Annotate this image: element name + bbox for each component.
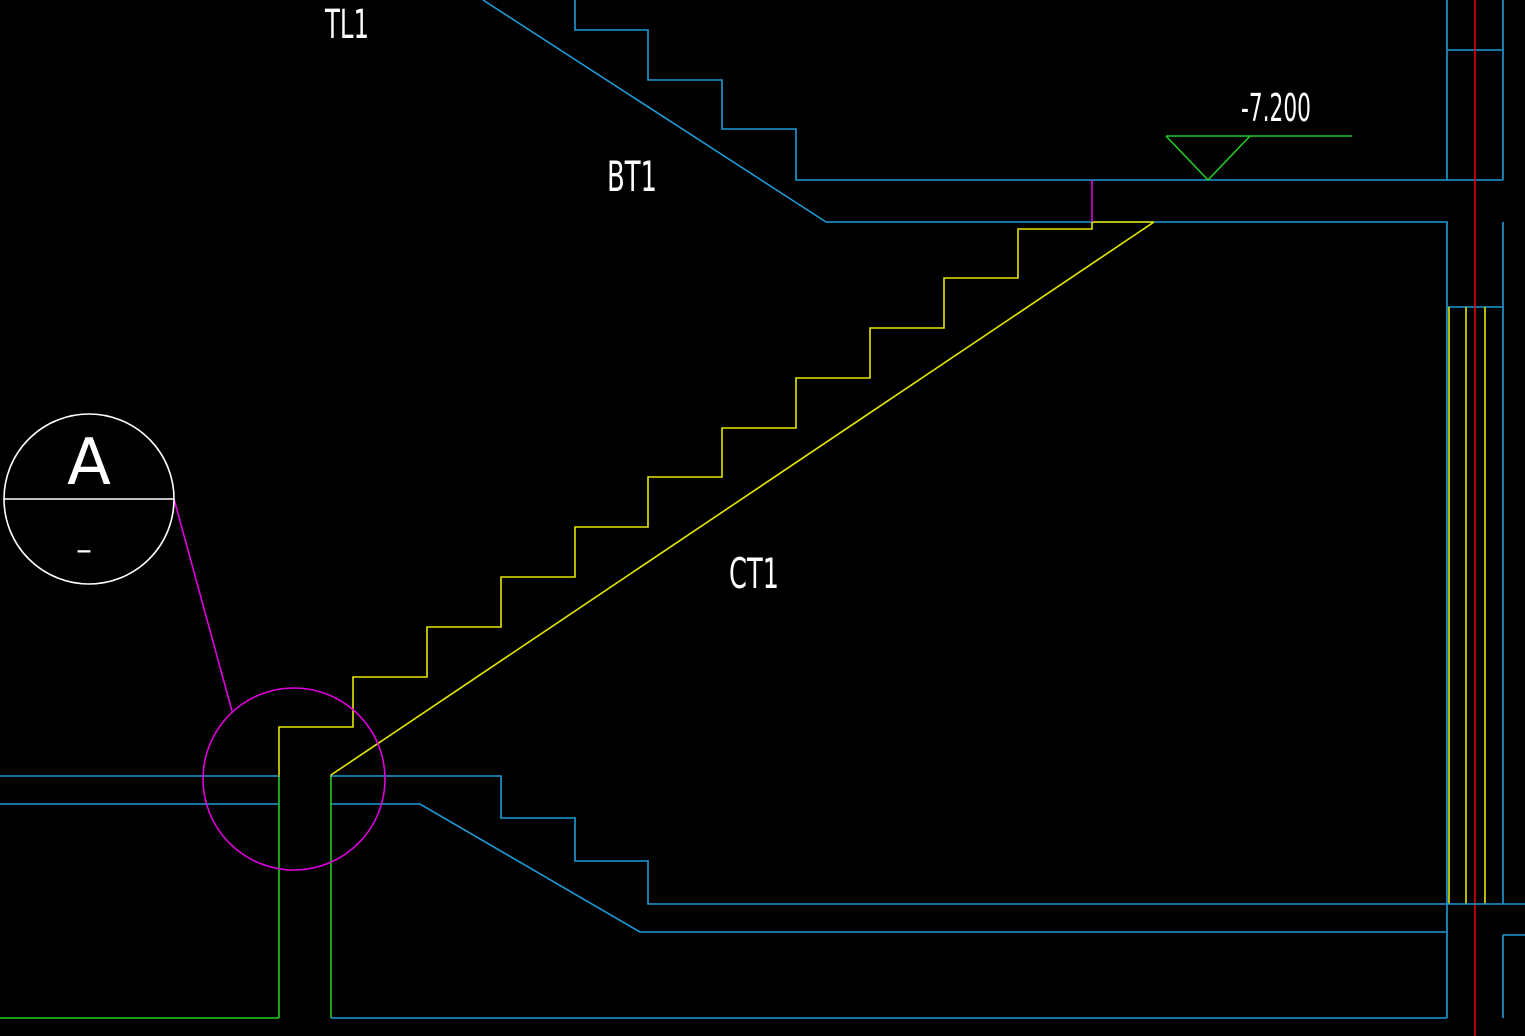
elevation-marker [1165, 135, 1352, 182]
label-bt1: BT1 [607, 152, 657, 201]
detail-leader-line [173, 498, 233, 712]
detail-callout [3, 413, 386, 871]
label-tl1: TL1 [324, 2, 369, 48]
right-wall [1446, 0, 1525, 1018]
lower-stair-soffit [331, 803, 1447, 933]
middle-stair-flight [278, 221, 1155, 777]
upper-stair-steps [574, 0, 1503, 181]
lower-stair-steps [331, 775, 1503, 905]
middle-stair-steps [278, 221, 1154, 777]
wall-hatch [1448, 307, 1486, 904]
label-ct1: CT1 [729, 549, 779, 598]
middle-stair-soffit [330, 221, 1155, 777]
elevation-text: -7.200 [1241, 86, 1311, 130]
column [0, 777, 332, 1019]
detail-letter: A [67, 426, 111, 500]
detail-sheet: – [76, 530, 92, 568]
detail-reference-circle [202, 687, 386, 871]
lower-stair-flight [0, 775, 1503, 933]
